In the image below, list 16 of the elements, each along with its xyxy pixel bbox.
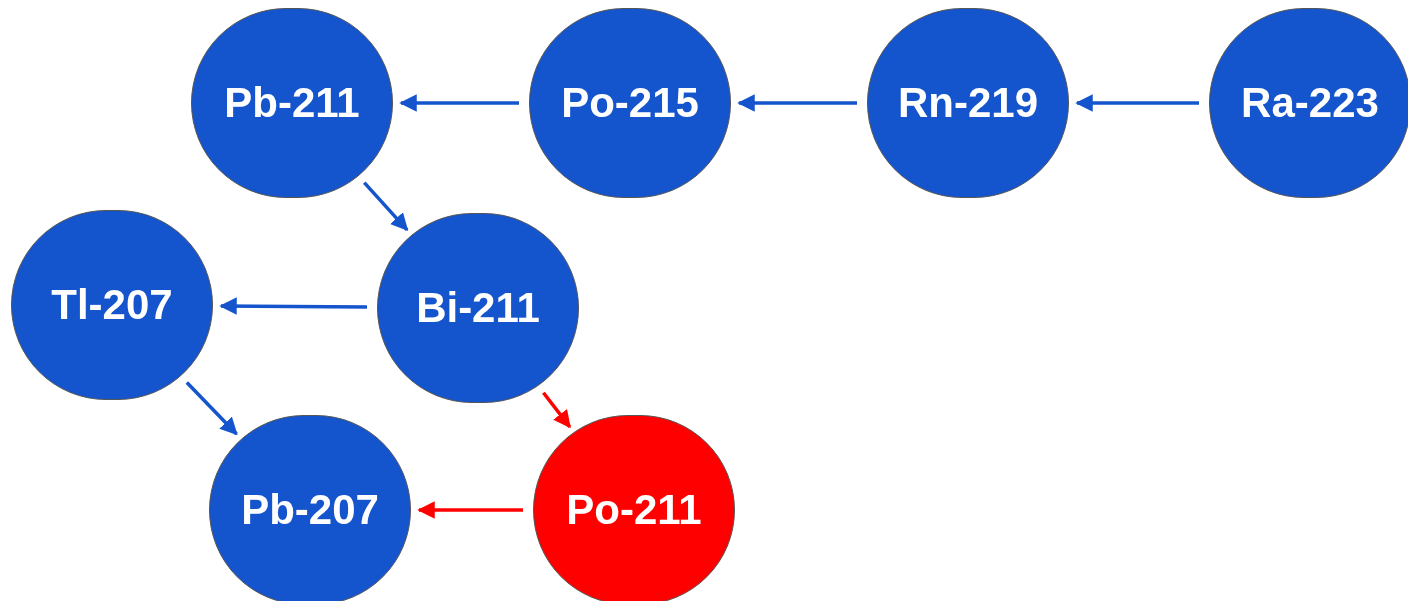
arrow [542, 391, 572, 429]
isotope-label: Pb-211 [224, 82, 360, 124]
arrow [363, 181, 409, 232]
arrow [219, 297, 367, 315]
arrow [399, 94, 519, 112]
isotope-label: Po-215 [561, 82, 699, 124]
isotope-label: Ra-223 [1241, 82, 1379, 124]
arrow [185, 381, 238, 436]
isotope-label: Rn-219 [897, 82, 1039, 124]
isotope-label: Po-211 [566, 489, 702, 531]
isotope-label: Bi-211 [416, 287, 540, 329]
arrow [417, 501, 523, 519]
arrow [737, 94, 857, 112]
isotope-label: Pb-207 [241, 489, 379, 531]
arrow [1075, 94, 1199, 112]
isotope-label: Tl-207 [51, 284, 173, 326]
